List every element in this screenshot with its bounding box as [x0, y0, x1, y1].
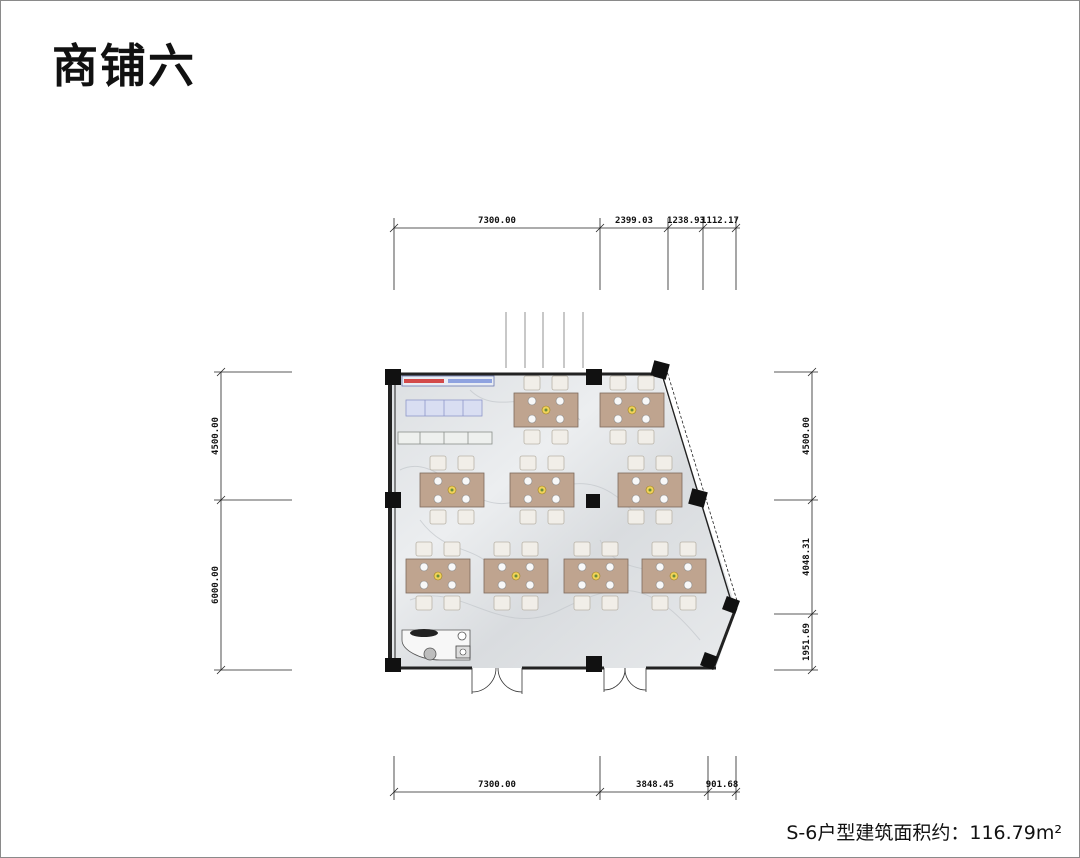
dim-right-1: 4500.00: [802, 417, 812, 455]
back-counter: [397, 375, 495, 445]
dimension-bottom: [389, 756, 741, 800]
dim-left-1: 4500.00: [211, 417, 221, 455]
dim-right-3: 1951.69: [802, 623, 812, 661]
dim-top-1: 7300.00: [478, 216, 516, 226]
dim-top-4: 1112.17: [701, 216, 739, 226]
dim-bottom-3: 901.68: [706, 780, 739, 790]
page-title: 商铺六: [52, 39, 196, 93]
dim-top-3: 1238.93: [667, 216, 705, 226]
walls: [388, 367, 739, 670]
dimension-top: [389, 218, 741, 290]
dim-left-2: 6000.00: [211, 566, 221, 604]
dim-bottom-1: 7300.00: [478, 780, 516, 790]
dim-top-2: 2399.03: [615, 216, 653, 226]
dim-bottom-2: 3848.45: [636, 780, 674, 790]
dim-right-2: 4048.31: [802, 538, 812, 576]
area-caption: S-6户型建筑面积约：116.79m²: [786, 822, 1062, 844]
dimension-left: [214, 367, 292, 675]
reception-desk: [401, 629, 471, 661]
entry-lines: [505, 312, 584, 368]
bottom-doors: [471, 667, 647, 694]
dimension-right: [774, 367, 818, 675]
columns: [385, 360, 740, 672]
